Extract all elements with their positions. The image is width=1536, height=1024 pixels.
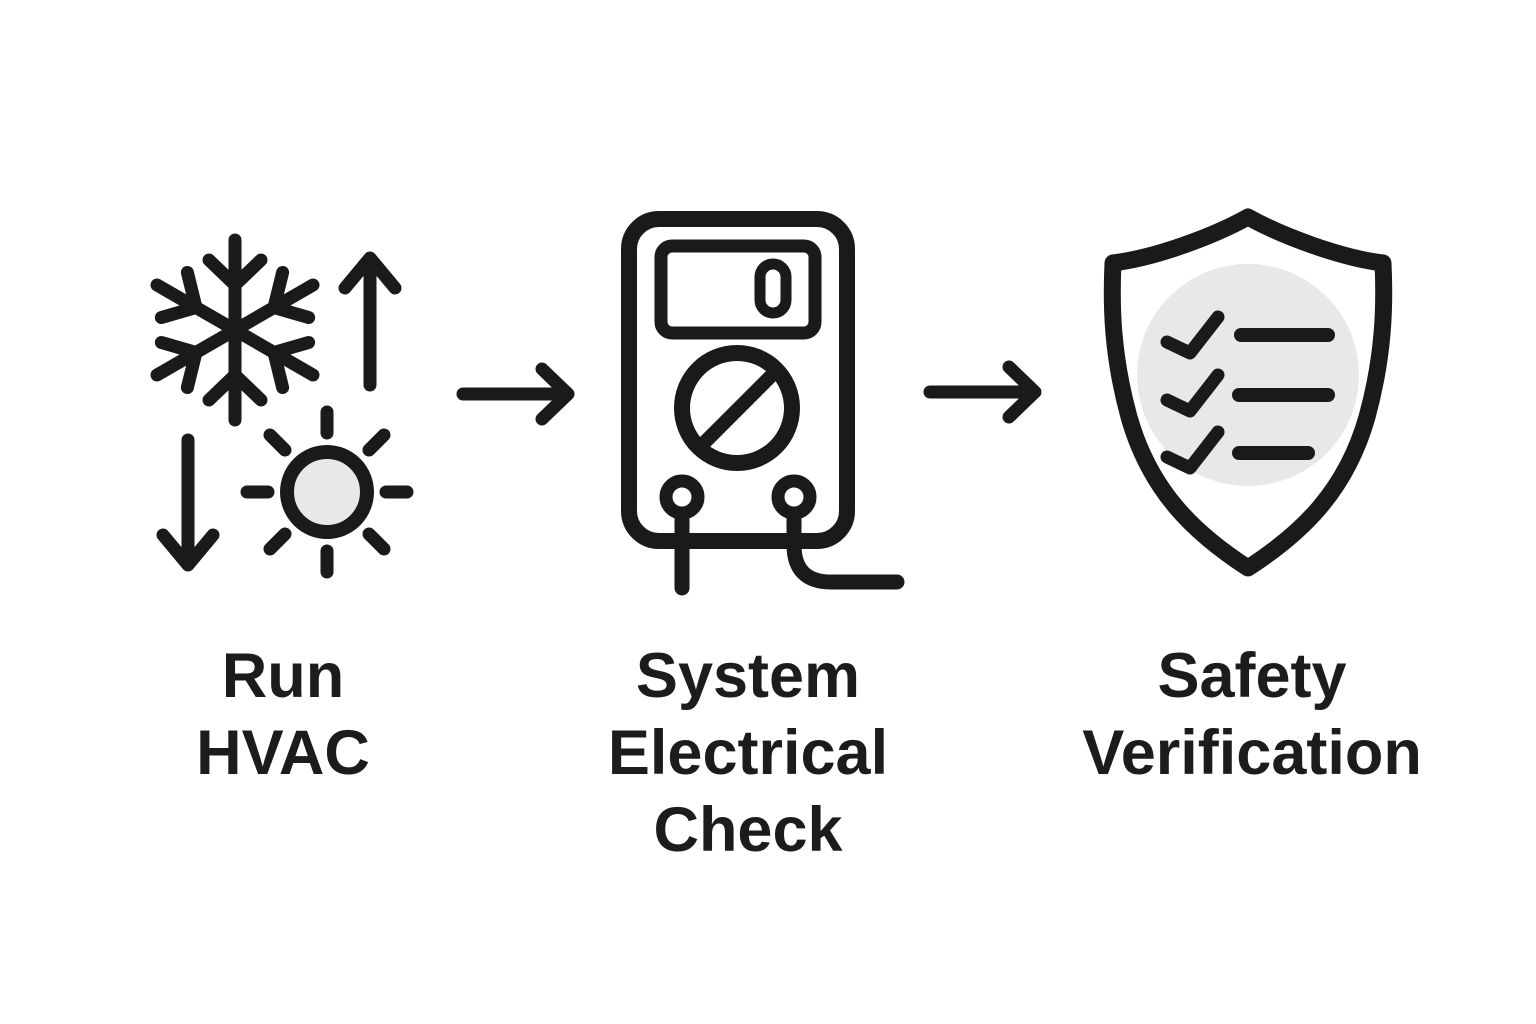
label-line: System: [635, 641, 861, 711]
snowflake-icon: [150, 233, 320, 427]
step-label-run-hvac: Run HVAC: [196, 638, 370, 792]
checkmark-icon: [1160, 310, 1225, 475]
multimeter-dial: [674, 345, 800, 471]
multimeter-dial-pointer: [693, 363, 784, 454]
arrow-right-icon: [456, 362, 575, 426]
label-line: Check: [653, 795, 843, 865]
shield-checklist-icon: [1103, 208, 1393, 577]
step-label-system-electrical-check: System Electrical Check: [608, 638, 888, 869]
label-line: Safety: [1157, 641, 1347, 711]
test-lead-right: [786, 507, 905, 590]
arrow-down-icon: [156, 433, 220, 572]
hvac-heat-cool-icon: [150, 233, 414, 579]
multimeter-display: [654, 239, 822, 340]
sun-icon: [240, 405, 414, 579]
step-label-safety-verification: Safety Verification: [1082, 638, 1422, 792]
checklist-lines: [1232, 328, 1335, 460]
label-line: Verification: [1082, 718, 1422, 788]
label-line: HVAC: [196, 718, 370, 788]
shield-outline: [1103, 208, 1393, 577]
label-line: Electrical: [607, 718, 889, 788]
arrow-right-icon: [923, 360, 1042, 424]
checklist-background-circle: [1137, 264, 1359, 486]
arrow-up-icon: [338, 251, 402, 392]
multimeter-icon: [621, 211, 905, 596]
multimeter-digit-zero: [754, 258, 792, 319]
multimeter-body: [621, 211, 855, 549]
label-line: Run: [221, 641, 345, 711]
